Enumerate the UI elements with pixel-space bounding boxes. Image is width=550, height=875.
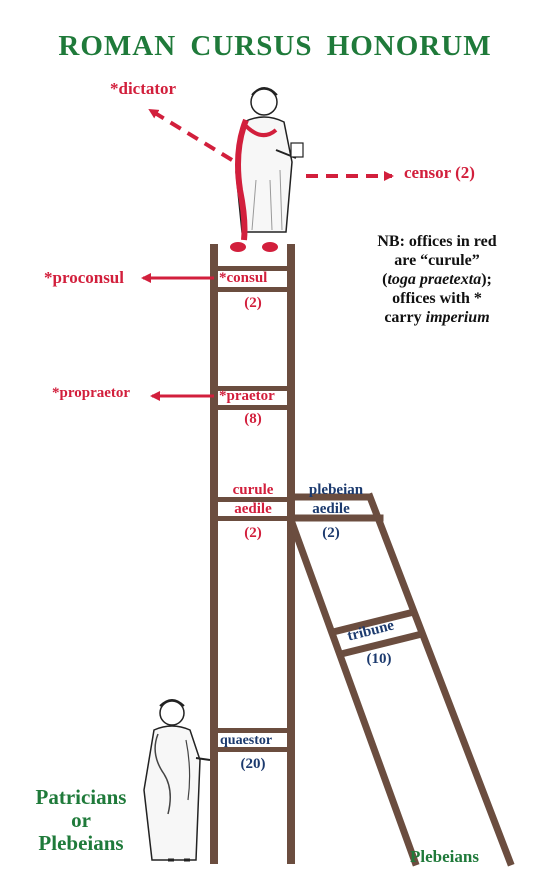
plebeian-ladder [286, 492, 515, 867]
propraetor-label: *propraetor [52, 385, 131, 401]
praetor-count: (8) [244, 411, 262, 427]
page-title: ROMAN CURSUS HONORUM [58, 30, 492, 62]
patricians-or-plebeians-label: Patricians or Plebeians [26, 786, 136, 855]
legend-note: NB: offices in red are “curule” (toga pr… [352, 232, 522, 327]
plebeian-aedile-line2: aedile [312, 501, 350, 517]
quaestor-label: quaestor [220, 733, 273, 748]
tribune-count: (10) [366, 651, 392, 667]
ladder-right-rail [287, 244, 295, 864]
plebeian-aedile-count: (2) [322, 525, 340, 541]
patricians-line1: Patricians [35, 785, 127, 809]
note-line-2: are “curule” [394, 252, 480, 269]
curule-aedile-line2: aedile [234, 501, 272, 517]
censor-label: censor (2) [404, 163, 475, 182]
note-toga-term: toga praetexta [387, 271, 482, 288]
citizen-figure [143, 699, 211, 862]
consul-label: *consul [219, 270, 268, 286]
plebeian-aedile-line1: plebeian [308, 482, 364, 498]
note-line-3: (toga praetexta); [382, 271, 492, 288]
ladder-left-rail [210, 244, 218, 864]
ladder-rungs [210, 266, 295, 752]
dictator-arrow [148, 108, 234, 162]
curule-aedile-count: (2) [244, 525, 262, 541]
patricians-line2: or [71, 808, 91, 832]
patricians-line3: Plebeians [38, 831, 124, 855]
consul-count: (2) [244, 295, 262, 311]
curule-aedile-line1: curule [232, 482, 274, 498]
praetor-label: *praetor [219, 388, 275, 404]
note-imperium-term: imperium [425, 309, 490, 326]
note-carry: carry [384, 309, 426, 326]
note-line-5: carry imperium [352, 308, 522, 327]
plebeians-label: Plebeians [410, 847, 479, 866]
proconsul-label: *proconsul [44, 268, 124, 287]
dictator-label: *dictator [110, 79, 177, 98]
note-line-4: offices with * [392, 290, 482, 307]
note-line-1: NB: offices in red [377, 233, 497, 250]
quaestor-count: (20) [240, 756, 266, 772]
consul-figure [230, 87, 304, 252]
